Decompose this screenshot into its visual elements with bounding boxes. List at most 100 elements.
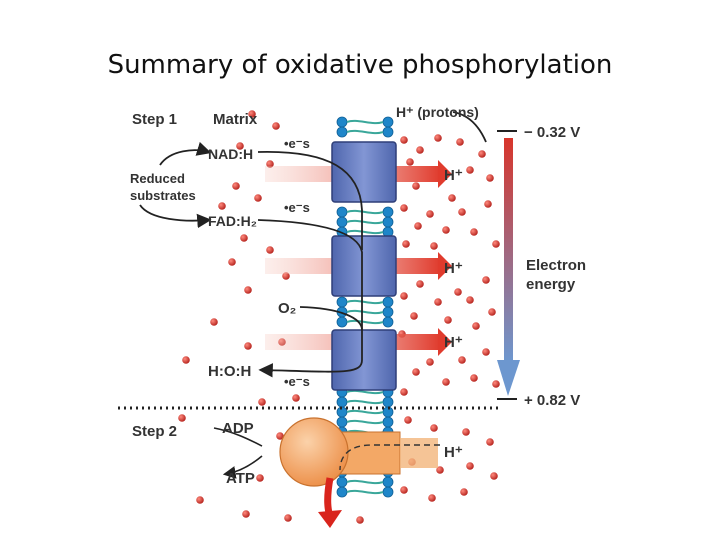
lipid-tail: [346, 389, 384, 395]
proton-dot: [482, 276, 490, 284]
electron-label-2: •e⁻s: [284, 200, 310, 215]
proton-dot: [448, 194, 456, 202]
proton-dot: [492, 380, 500, 388]
proton-dot: [434, 298, 442, 306]
proton-dot: [400, 136, 408, 144]
lipid-head: [336, 316, 348, 328]
lipid-head: [336, 206, 348, 218]
step2-label: Step 2: [132, 423, 177, 440]
proton-dot: [486, 438, 494, 446]
electron-energy-scale: [497, 130, 520, 400]
lipid-head: [336, 296, 348, 308]
proton-dot: [242, 510, 250, 518]
proton-dot: [416, 280, 424, 288]
lipid-head: [382, 206, 394, 218]
hplus-label-1: H⁺: [444, 167, 463, 184]
lipid-head: [382, 306, 394, 318]
proton-dot: [442, 378, 450, 386]
electron-transport-complexes: [331, 141, 397, 391]
lipid-tail: [346, 119, 384, 125]
proton-dot: [434, 134, 442, 142]
atp-label: ATP: [226, 470, 255, 487]
potential-bottom-label: + 0.82 V: [524, 392, 580, 409]
lipid-tail: [346, 479, 384, 485]
lipid-tail: [346, 209, 384, 215]
proton-dot: [426, 358, 434, 366]
proton-dot: [248, 110, 256, 118]
proton-dots: [178, 110, 500, 524]
lipid-tail: [346, 229, 384, 235]
proton-dot: [430, 424, 438, 432]
proton-dot: [456, 138, 464, 146]
proton-dot: [232, 182, 240, 190]
proton-dot: [412, 182, 420, 190]
water-label: H:O:H: [208, 363, 251, 380]
proton-dot: [292, 394, 300, 402]
proton-dot: [484, 200, 492, 208]
proton-dot: [276, 432, 284, 440]
proton-dot: [218, 202, 226, 210]
fadh2-label: FAD:H₂: [208, 213, 257, 229]
proton-dot: [488, 308, 496, 316]
lipid-head: [336, 486, 348, 498]
electron-energy-line2: energy: [526, 276, 576, 293]
proton-dot: [282, 272, 290, 280]
proton-dot: [244, 342, 252, 350]
lipid-tail: [346, 419, 384, 425]
proton-dot: [466, 296, 474, 304]
reduced-substrates-line1: Reduced: [130, 171, 185, 186]
lipid-head: [382, 216, 394, 228]
proton-dot: [490, 472, 498, 480]
reduced-substrates-line2: substrates: [130, 188, 196, 203]
hplus-label-4: H⁺: [444, 444, 463, 461]
lipid-head: [382, 296, 394, 308]
proton-dot: [466, 462, 474, 470]
proton-dot: [462, 428, 470, 436]
electron-energy-line1: Electron: [526, 257, 586, 274]
proton-dot: [458, 208, 466, 216]
proton-dot: [444, 316, 452, 324]
proton-dot: [428, 494, 436, 502]
proton-dot: [266, 160, 274, 168]
proton-dot: [240, 234, 248, 242]
proton-dot: [402, 240, 410, 248]
proton-dot: [400, 292, 408, 300]
proton-dot: [400, 388, 408, 396]
proton-dot: [470, 228, 478, 236]
lipid-head: [382, 416, 394, 428]
proton-dot: [182, 356, 190, 364]
lipid-head: [336, 126, 348, 138]
proton-dot: [404, 416, 412, 424]
proton-dot: [410, 312, 418, 320]
proton-dot: [460, 488, 468, 496]
hplus-label-2: H⁺: [444, 260, 463, 277]
proton-dot: [466, 166, 474, 174]
proton-dot: [178, 414, 186, 422]
lipid-tail: [346, 319, 384, 325]
lipid-head: [382, 116, 394, 128]
proton-dot: [414, 222, 422, 230]
complex-1: [331, 141, 397, 203]
electron-path: [139, 111, 487, 378]
matrix-label: Matrix: [213, 111, 258, 128]
proton-dot: [478, 150, 486, 158]
proton-dot: [470, 374, 478, 382]
proton-dot: [228, 258, 236, 266]
proton-dot: [256, 474, 264, 482]
complex-3: [331, 329, 397, 391]
proton-dot: [400, 486, 408, 494]
step1-label: Step 1: [132, 111, 177, 128]
complex-2: [331, 235, 397, 297]
proton-dot: [254, 194, 262, 202]
lipid-head: [336, 476, 348, 488]
proton-dot: [486, 174, 494, 182]
proton-dot: [210, 318, 218, 326]
proton-dot: [454, 288, 462, 296]
proton-dot: [196, 496, 204, 504]
slide-title: Summary of oxidative phosphorylation: [107, 50, 613, 80]
proton-dot: [356, 516, 364, 524]
proton-dot: [236, 142, 244, 150]
hplus-label-3: H⁺: [444, 334, 463, 351]
lipid-tail: [346, 129, 384, 135]
